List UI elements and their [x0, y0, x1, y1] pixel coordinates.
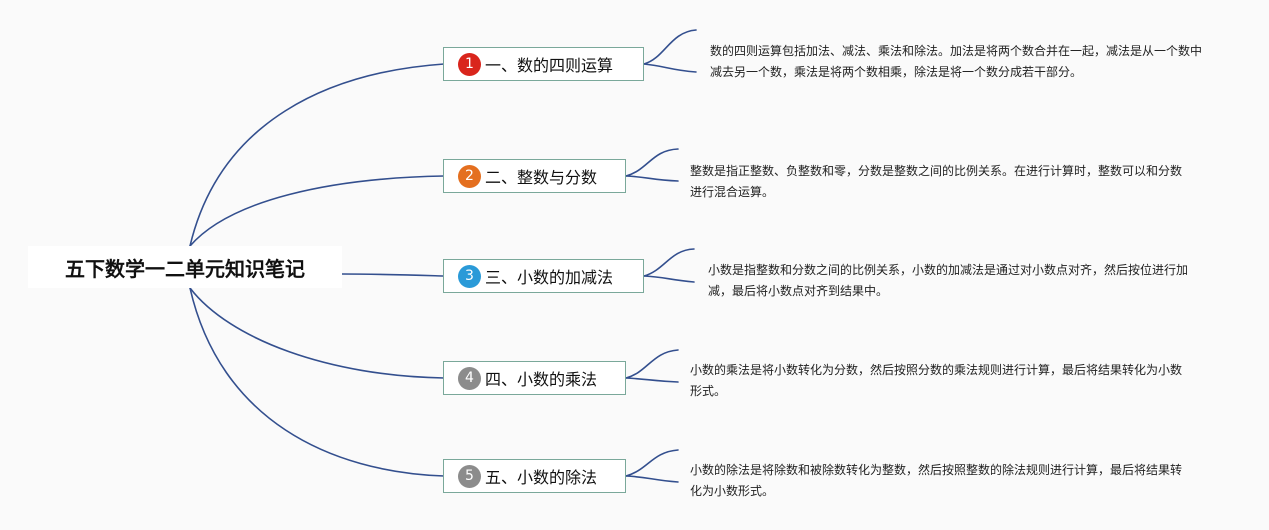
note-connector-4b	[625, 377, 679, 383]
branch-note-1: 数的四则运算包括加法、减法、乘法和除法。加法是将两个数合并在一起，减法是从一个数…	[710, 44, 1203, 79]
root-connector-3	[341, 273, 445, 277]
number-badge-4: 4	[458, 366, 481, 390]
branch-note-2: 整数是指正整数、负整数和零，分数是整数之间的比例关系。在进行计算时，整数可以和分…	[690, 164, 1183, 199]
root-title: 五下数学一二单元知识笔记	[65, 256, 305, 281]
branch-topic-5[interactable]: 5 五、小数的除法	[443, 459, 626, 493]
branch-note-3: 小数是指整数和分数之间的比例关系，小数的加减法是通过对小数点对齐，然后按位进行加…	[708, 263, 1189, 298]
note-connector-3a	[643, 248, 695, 277]
branch-label-1: 一、数的四则运算	[485, 56, 614, 75]
root-topic[interactable]: 五下数学一二单元知识笔记	[28, 246, 342, 288]
root-connector-1	[189, 63, 445, 247]
branch-topic-4[interactable]: 4 四、小数的乘法	[443, 361, 626, 395]
note-connector-4a	[625, 349, 679, 379]
branch-note-5: 小数的除法是将除数和被除数转化为整数，然后按照整数的除法规则进行计算，最后将结果…	[690, 463, 1183, 498]
branch-label-5: 五、小数的除法	[485, 468, 598, 487]
root-connector-2	[189, 175, 445, 247]
branch-label-2: 二、整数与分数	[485, 168, 598, 187]
note-connector-2a	[625, 148, 679, 177]
note-connector-1a	[643, 29, 697, 65]
note-connector-3b	[643, 275, 695, 283]
root-connector-4	[189, 287, 445, 379]
branch-topic-3[interactable]: 3 三、小数的加减法	[443, 259, 644, 293]
note-connector-5a	[625, 449, 679, 477]
number-badge-5: 5	[458, 464, 481, 488]
note-connector-2b	[625, 175, 679, 182]
note-connector-1b	[643, 63, 697, 73]
number-badge-2: 2	[458, 164, 481, 188]
branch-topic-2[interactable]: 2 二、整数与分数	[443, 159, 626, 193]
branch-topic-1[interactable]: 1 一、数的四则运算	[443, 47, 644, 81]
branch-note-4: 小数的乘法是将小数转化为分数，然后按照分数的乘法规则进行计算，最后将结果转化为小…	[690, 363, 1183, 398]
number-badge-3: 3	[458, 264, 481, 288]
branch-label-3: 三、小数的加减法	[485, 268, 614, 287]
root-connector-5	[189, 287, 445, 477]
note-connector-5b	[625, 475, 679, 483]
number-badge-1: 1	[458, 52, 481, 76]
branch-label-4: 四、小数的乘法	[485, 370, 598, 389]
